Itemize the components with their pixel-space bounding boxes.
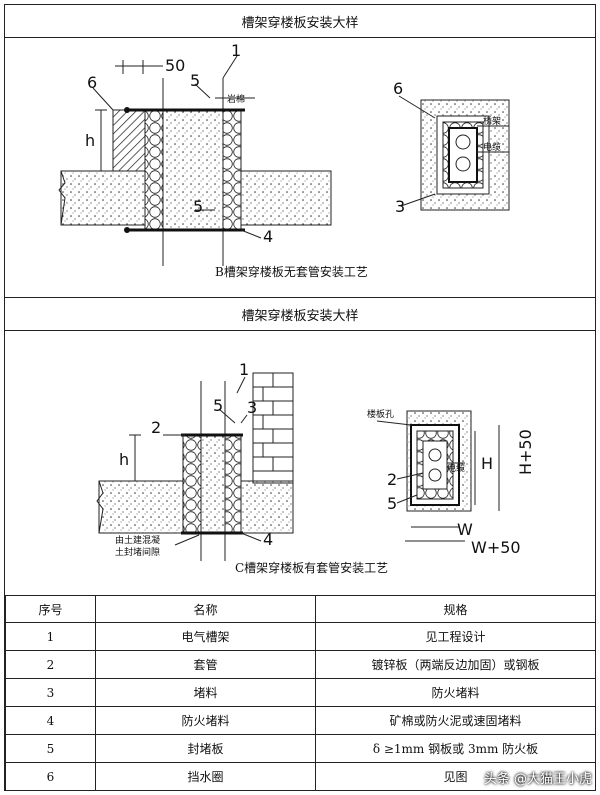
c-note-line1: 由土建混凝 (115, 534, 160, 546)
col-header-spec: 规格 (315, 595, 596, 623)
c-detail-label-2: 2 (387, 470, 397, 489)
c-detail-hdim: H+50 (516, 429, 535, 475)
col-header-name: 名称 (95, 595, 316, 623)
drawing-sheet: 槽架穿楼板安装大样 (4, 4, 596, 791)
floor-slab-left (60, 170, 146, 226)
b-label-5a: 5 (190, 71, 200, 90)
b-label-4: 4 (263, 227, 273, 246)
c-detail-w: W (457, 520, 473, 539)
watermark: 头条 @大猫王小虎 (483, 772, 592, 787)
c-detail-label-mid: 电缆 (447, 462, 465, 474)
section-b-caption: B槽架穿楼板无套管安装工艺 (215, 265, 368, 279)
b-label-1: 1 (231, 41, 241, 60)
b-detail-label-mid: 电缆 (483, 141, 501, 153)
section-b-title: 槽架穿楼板安装大样 (5, 5, 595, 38)
brick-wall (252, 372, 294, 484)
c-detail-loubankong: 楼板孔 (367, 408, 394, 420)
c-label-5: 5 (213, 396, 223, 415)
c-label-4: 4 (263, 530, 273, 549)
section-c-drawing: 1 5 3 2 h 4 由土建混凝 土封堵间隙 楼板孔 2 5 电缆 H H+5… (96, 360, 535, 561)
c-label-h: h (119, 450, 129, 469)
c-detail-label-5: 5 (387, 494, 397, 513)
b-detail-label-top: 桥架 (483, 115, 501, 127)
section-c-title: 槽架穿楼板安装大样 (5, 298, 595, 331)
section-b-drawing: 6 50 5 1 岩棉 h 5 4 6 3 桥架 电缆 (58, 41, 510, 266)
b-detail-label-6: 6 (393, 79, 403, 98)
section-c-caption: C槽架穿楼板有套管安装工艺 (235, 561, 389, 575)
floor-slab-right (240, 170, 332, 226)
c-label-1: 1 (239, 360, 249, 379)
b-label-5b: 5 (193, 197, 203, 216)
c-label-3: 3 (247, 398, 257, 417)
c-floor-slab-left (98, 480, 184, 534)
c-note-line2: 土封堵间隙 (115, 546, 160, 558)
c-floor-slab-right (240, 480, 294, 534)
col-header-index: 序号 (5, 595, 96, 623)
c-detail-wdim: W+50 (471, 538, 521, 557)
c-label-2: 2 (151, 418, 161, 437)
b-label-yanmian: 岩棉 (227, 93, 245, 105)
b-label-6: 6 (87, 73, 97, 92)
water-ring (112, 109, 146, 172)
b-label-h: h (85, 131, 95, 150)
c-detail-h: H (481, 454, 493, 473)
b-detail-label-3: 3 (395, 197, 405, 216)
b-label-50: 50 (165, 56, 185, 75)
